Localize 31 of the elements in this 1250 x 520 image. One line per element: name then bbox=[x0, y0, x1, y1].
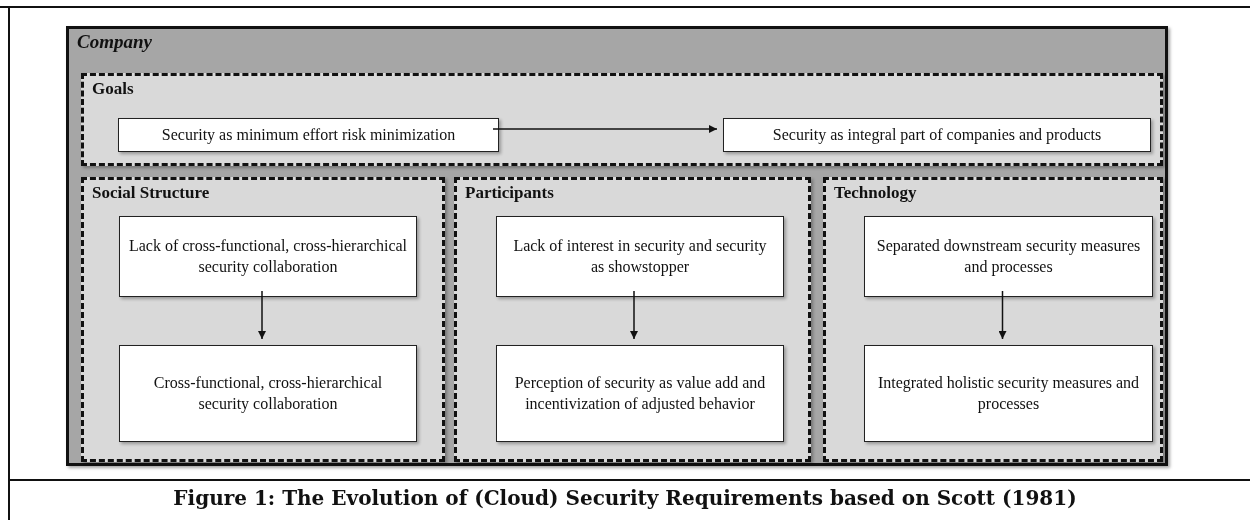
group-heading: Social Structure bbox=[92, 183, 210, 203]
group-heading: Goals bbox=[92, 79, 134, 99]
box-text: Perception of security as value add and incentivization of adjusted behavior bbox=[513, 372, 767, 415]
arrow bbox=[492, 125, 718, 133]
box-text: Integrated holistic security measures and processes bbox=[876, 372, 1141, 415]
arrow bbox=[998, 290, 1007, 340]
arrow bbox=[630, 290, 638, 340]
figure-caption: Figure 1: The Evolution of (Cloud) Security Requirements based on Scott (1981) bbox=[172, 486, 1078, 510]
process-box bbox=[864, 216, 1153, 297]
box-text: Cross-functional, cross-hierarchical security collaboration bbox=[152, 372, 384, 415]
process-box bbox=[119, 216, 417, 297]
box-text: Security as integral part of companies and products bbox=[772, 124, 1102, 146]
group-heading: Participants bbox=[465, 183, 554, 203]
group-panel bbox=[823, 177, 1163, 462]
box-text: Lack of cross-functional, cross-hierarchical security collaboration bbox=[128, 235, 408, 278]
group-heading: Company bbox=[77, 31, 152, 53]
process-box bbox=[496, 216, 784, 297]
group-panel bbox=[81, 177, 445, 462]
arrow bbox=[258, 290, 266, 340]
box-text: Lack of interest in security and security as showstopper bbox=[512, 235, 768, 278]
process-box bbox=[864, 345, 1153, 442]
process-box bbox=[723, 118, 1151, 152]
process-box bbox=[119, 345, 417, 442]
process-box bbox=[496, 345, 784, 442]
group-panel bbox=[81, 73, 1163, 166]
container-panel bbox=[66, 26, 1168, 466]
box-text: Security as minimum effort risk minimization bbox=[161, 124, 456, 146]
group-panel bbox=[454, 177, 811, 462]
box-text: Separated downstream security measures and processes bbox=[875, 235, 1142, 278]
group-heading: Technology bbox=[834, 183, 917, 203]
process-box bbox=[118, 118, 499, 152]
